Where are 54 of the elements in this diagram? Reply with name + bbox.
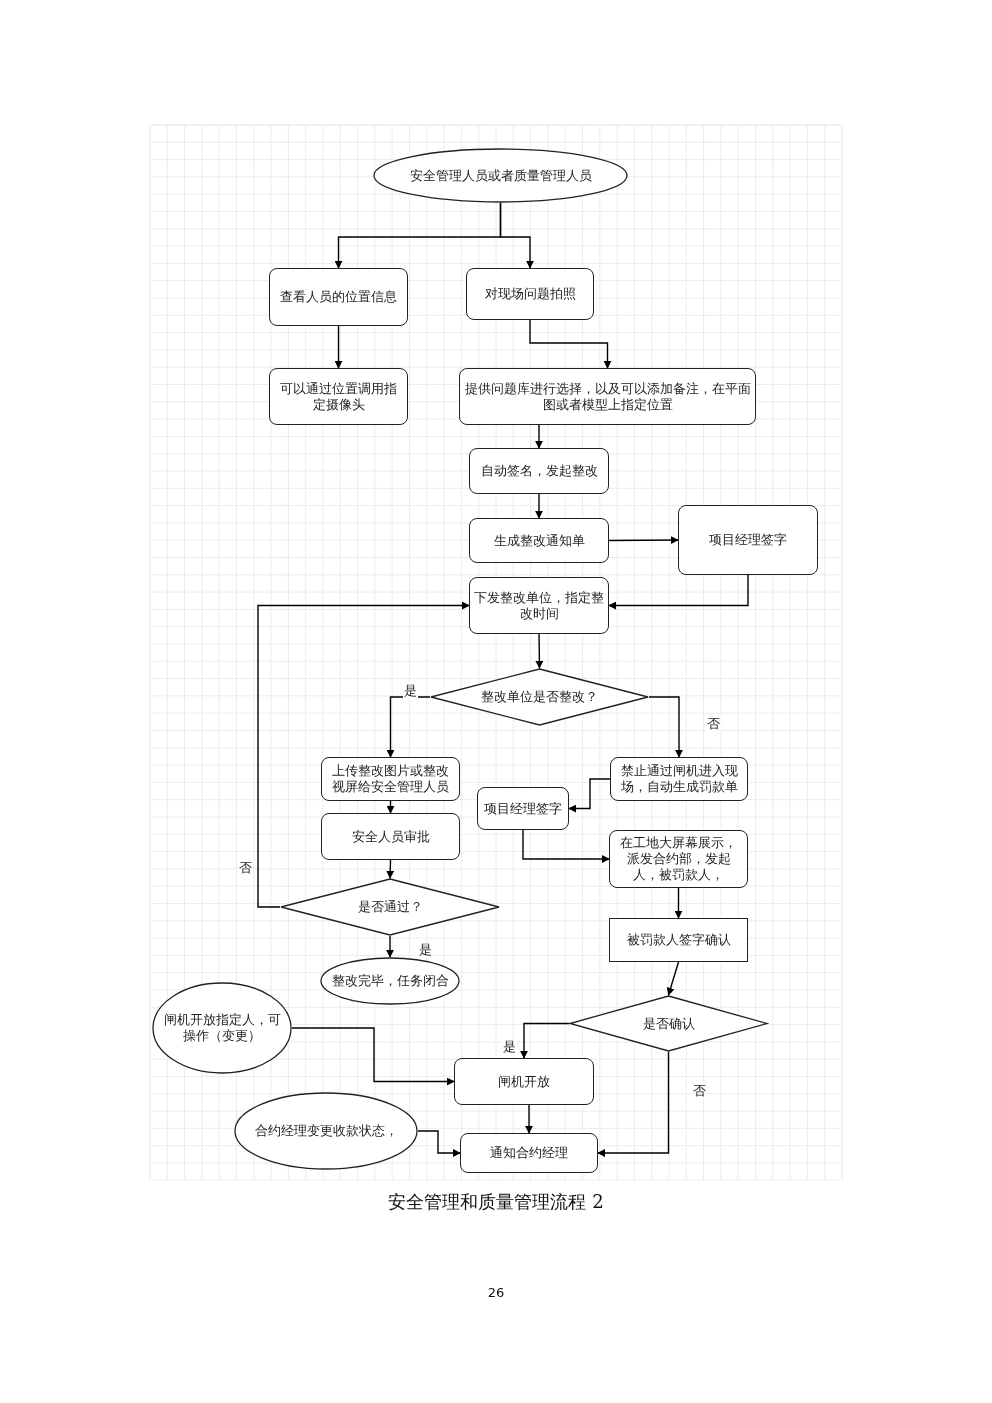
process-box: 被罚款人签字确认 (609, 918, 748, 962)
terminal-ellipse: 整改完毕，任务闭合 (320, 957, 460, 1005)
arrow (291, 1027, 455, 1086)
process-box: 提供问题库进行选择，以及可以添加备注，在平面图或者模型上指定位置 (459, 368, 756, 425)
decision-diamond: 是否通过？ (280, 878, 500, 936)
edge-label: 是 (502, 1039, 517, 1054)
process-box: 生成整改通知单 (469, 518, 609, 563)
arrow (386, 696, 431, 758)
arrow (257, 601, 470, 908)
arrow (529, 319, 612, 369)
arrow (648, 696, 683, 758)
figure-caption: 安全管理和质量管理流程 2 (387, 1190, 605, 1214)
process-box: 通知合约经理 (460, 1133, 598, 1173)
decision-diamond: 是否确认 (569, 995, 768, 1052)
arrow (666, 961, 680, 996)
process-box: 安全人员审批 (321, 813, 460, 860)
edge-label: 否 (238, 860, 253, 875)
process-box: 下发整改单位，指定整改时间 (469, 577, 609, 634)
edge-label: 是 (403, 683, 418, 698)
edge-label: 是 (418, 942, 433, 957)
process-box: 项目经理签字 (678, 505, 818, 575)
process-box: 对现场问题拍照 (466, 268, 594, 320)
process-box: 闸机开放 (454, 1058, 594, 1105)
arrow (386, 935, 394, 958)
arrow (608, 574, 749, 610)
arrow (386, 859, 395, 879)
arrow (535, 633, 544, 669)
process-box: 项目经理签字 (477, 787, 569, 830)
terminal-ellipse: 安全管理人员或者质量管理人员 (373, 148, 628, 203)
arrow (535, 493, 543, 519)
arrow (417, 1130, 461, 1157)
arrow (608, 536, 679, 545)
arrow (522, 829, 610, 863)
terminal-ellipse: 合约经理变更收款状态， (234, 1092, 418, 1170)
process-box: 上传整改图片或整改视屏给安全管理人员 (321, 757, 460, 801)
process-box: 可以通过位置调用指定摄像头 (269, 368, 408, 425)
process-box: 在工地大屏幕展示，派发合约部，发起人，被罚款人， (609, 830, 748, 888)
terminal-ellipse: 闸机开放指定人，可操作（变更） (152, 982, 292, 1074)
arrow (334, 325, 343, 369)
process-box: 自动签名，发起整改 (469, 448, 609, 494)
edge-label: 否 (692, 1083, 707, 1098)
arrow (568, 778, 611, 813)
arrow (520, 1022, 570, 1059)
arrow (386, 800, 395, 814)
arrow (535, 424, 543, 449)
arrow (525, 1104, 533, 1134)
page-number: 26 (486, 1285, 506, 1300)
arrow (499, 202, 534, 269)
decision-diamond: 整改单位是否整改？ (430, 668, 649, 726)
arrow (674, 887, 683, 919)
arrow (597, 1051, 670, 1157)
edge-label: 否 (706, 716, 721, 731)
process-box: 禁止通过闸机进入现场，自动生成罚款单 (610, 757, 748, 801)
process-box: 查看人员的位置信息 (269, 268, 408, 326)
